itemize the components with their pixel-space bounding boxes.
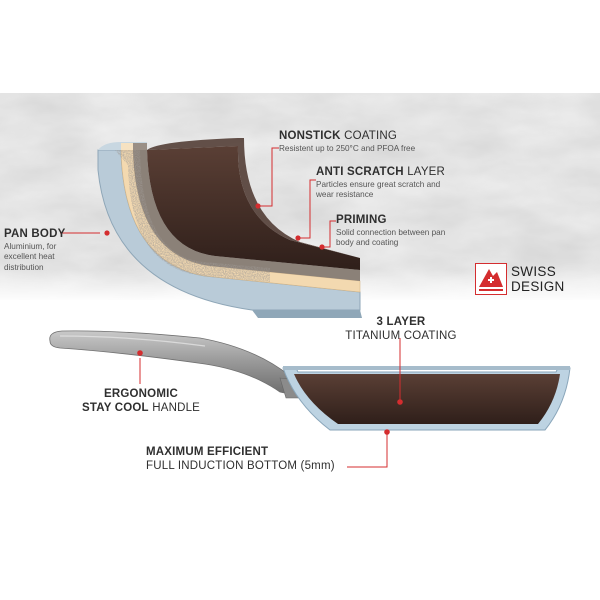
- callout-dots-lower: [137, 350, 403, 435]
- pan-body-desc-1: Aluminium, for: [4, 241, 57, 251]
- callout-ergonomic: ERGONOMIC STAY COOL HANDLE: [82, 388, 200, 416]
- callout-pan-body: PAN BODY Aluminium, for excellent heat d…: [4, 228, 65, 274]
- callout-three-layer: 3 LAYER TITANIUM COATING: [340, 316, 462, 344]
- nonstick-desc: Resistent up to 250°C and PFOA free: [279, 143, 416, 153]
- swiss-design-logo: SWISS DESIGN: [475, 262, 567, 296]
- marble-background: [0, 93, 600, 302]
- nonstick-title-bold: NONSTICK: [279, 130, 341, 142]
- pan-body-title-bold: PAN BODY: [4, 228, 66, 240]
- anti-scratch-title-rest: LAYER: [407, 166, 446, 178]
- ergonomic-line2-bold: STAY COOL: [82, 401, 149, 414]
- callout-anti-scratch: ANTI SCRATCH LAYER Particles ensure grea…: [316, 166, 445, 201]
- three-layer-title-rest: TITANIUM COATING: [345, 329, 457, 342]
- maximum-title-rest: FULL INDUCTION BOTTOM (5mm): [146, 459, 335, 472]
- logo-line-2: DESIGN: [511, 279, 565, 294]
- callout-priming: PRIMING Solid connection between pan bod…: [336, 214, 445, 249]
- nonstick-layer: [147, 146, 360, 270]
- pan-handle: [49, 330, 297, 394]
- layer-cross-section: [97, 138, 362, 318]
- pan-body-desc-2: excellent heat: [4, 252, 55, 262]
- nonstick-title-rest: COATING: [344, 130, 397, 142]
- priming-desc-2: body and coating: [336, 238, 399, 248]
- pan-inner-coating: [294, 374, 560, 424]
- priming-title-bold: PRIMING: [336, 214, 387, 226]
- callout-dots-upper: [104, 203, 325, 250]
- frying-pan: [49, 330, 571, 431]
- ergonomic-line2-rest: HANDLE: [152, 401, 201, 414]
- ergonomic-line1-bold: ERGONOMIC: [104, 388, 178, 400]
- callout-nonstick: NONSTICK COATING Resistent up to 250°C a…: [279, 130, 415, 154]
- anti-scratch-desc-2: wear resistance: [316, 190, 374, 200]
- anti-scratch-layer: [133, 150, 360, 281]
- maximum-title-bold: MAXIMUM EFFICIENT: [146, 446, 269, 458]
- priming-desc-1: Solid connection between pan: [336, 227, 446, 237]
- logo-line-1: SWISS: [511, 264, 557, 279]
- anti-scratch-desc-1: Particles ensure great scratch and: [316, 179, 441, 189]
- three-layer-title-bold: 3 LAYER: [376, 316, 426, 328]
- callout-maximum-efficient: MAXIMUM EFFICIENT FULL INDUCTION BOTTOM …: [146, 446, 335, 474]
- pan-body-desc-3: distribution: [4, 263, 44, 273]
- swiss-cross-logo-icon: [475, 263, 507, 295]
- callout-lines-lower: [139, 338, 401, 468]
- callout-lines-upper: [60, 147, 336, 248]
- anti-scratch-title-bold: ANTI SCRATCH: [316, 166, 404, 178]
